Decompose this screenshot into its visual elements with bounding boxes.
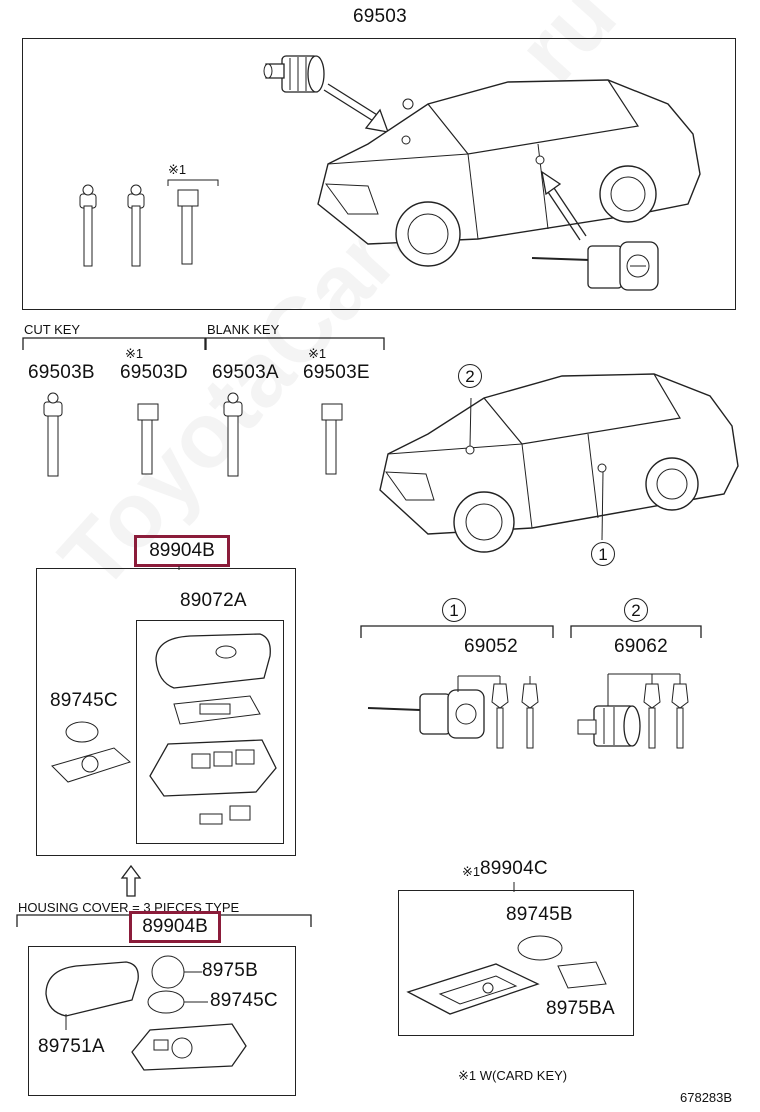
housing-cover-battery-part-number[interactable]: 89745C: [210, 990, 278, 1011]
pointer-arrow-icon: [322, 86, 392, 134]
housing-cover-exploded-illustration: [36, 954, 284, 1092]
top-key-note: ※1: [168, 162, 187, 177]
callout-2: 2: [458, 364, 482, 388]
lock-set-1-bracket: [360, 624, 554, 640]
lock-set-2-callout: 2: [624, 598, 648, 622]
transmitter-housing-frame: [136, 620, 284, 844]
blank-key-card-part-number[interactable]: 69503E: [303, 362, 370, 383]
transmitter-part-number: 89904B: [149, 540, 215, 561]
door-lock-cylinder-illustration: [262, 46, 328, 104]
card-key-seal-part-number[interactable]: 8975BA: [546, 998, 615, 1019]
top-assembly-frame: [22, 38, 736, 310]
callout-1: 1: [591, 542, 615, 566]
up-arrow-icon: [120, 864, 142, 898]
lock-set-2-illustration: [572, 662, 702, 758]
lock-set-2-part-number[interactable]: 69062: [614, 636, 668, 657]
card-key-note: ※1: [462, 864, 481, 879]
vehicle-callout-illustration: [372, 362, 744, 572]
housing-cover-part-number: 89904B: [142, 916, 208, 937]
cut-key-heading: CUT KEY: [24, 322, 81, 337]
transmitter-housing-part-number[interactable]: 89072A: [180, 590, 247, 611]
emergency-key-illustration: [166, 178, 222, 270]
card-key-part-number[interactable]: 89904C: [480, 858, 548, 879]
key-blanks-illustration: [38, 392, 358, 484]
transmitter-exploded-illustration: [50, 630, 280, 836]
blank-key-heading: BLANK KEY: [207, 322, 280, 337]
transmitter-frame: [36, 568, 296, 856]
blank-key-part-number[interactable]: 69503A: [212, 362, 279, 383]
card-key-illustration: [400, 926, 620, 1020]
diagram-code: 678283B: [680, 1090, 733, 1105]
card-key-battery-part-number[interactable]: 89745B: [506, 904, 573, 925]
lock-set-2-bracket: [570, 624, 702, 640]
key-pair-illustration: [72, 180, 162, 270]
cut-key-bracket: [22, 336, 206, 352]
housing-cover-seal-part-number[interactable]: 8975B: [202, 960, 258, 981]
lock-set-1-illustration: [364, 662, 554, 756]
housing-cover-cover-part-number[interactable]: 89751A: [38, 1036, 105, 1057]
transmitter-battery-part-number[interactable]: 89745C: [50, 690, 118, 711]
cut-key-part-number[interactable]: 69503B: [28, 362, 95, 383]
cut-key-card-part-number[interactable]: 69503D: [120, 362, 188, 383]
ignition-switch-illustration: [530, 236, 670, 304]
vehicle-top-illustration: [308, 64, 708, 274]
housing-cover-part-number-highlight[interactable]: 89904B: [129, 911, 221, 943]
cut-key-note-1: ※1: [125, 346, 144, 361]
card-key-frame: [398, 890, 634, 1036]
lock-set-1-callout: 1: [442, 598, 466, 622]
lock-set-1-part-number[interactable]: 69052: [464, 636, 518, 657]
pointer-arrow-icon: [540, 170, 590, 240]
top-assembly-part-number[interactable]: 69503: [353, 6, 407, 27]
card-key-footnote: ※1 W(CARD KEY): [458, 1068, 568, 1083]
transmitter-part-number-highlight[interactable]: 89904B: [134, 535, 230, 567]
housing-cover-frame: [28, 946, 296, 1096]
blank-key-note-1: ※1: [308, 346, 327, 361]
blank-key-bracket: [205, 336, 385, 352]
